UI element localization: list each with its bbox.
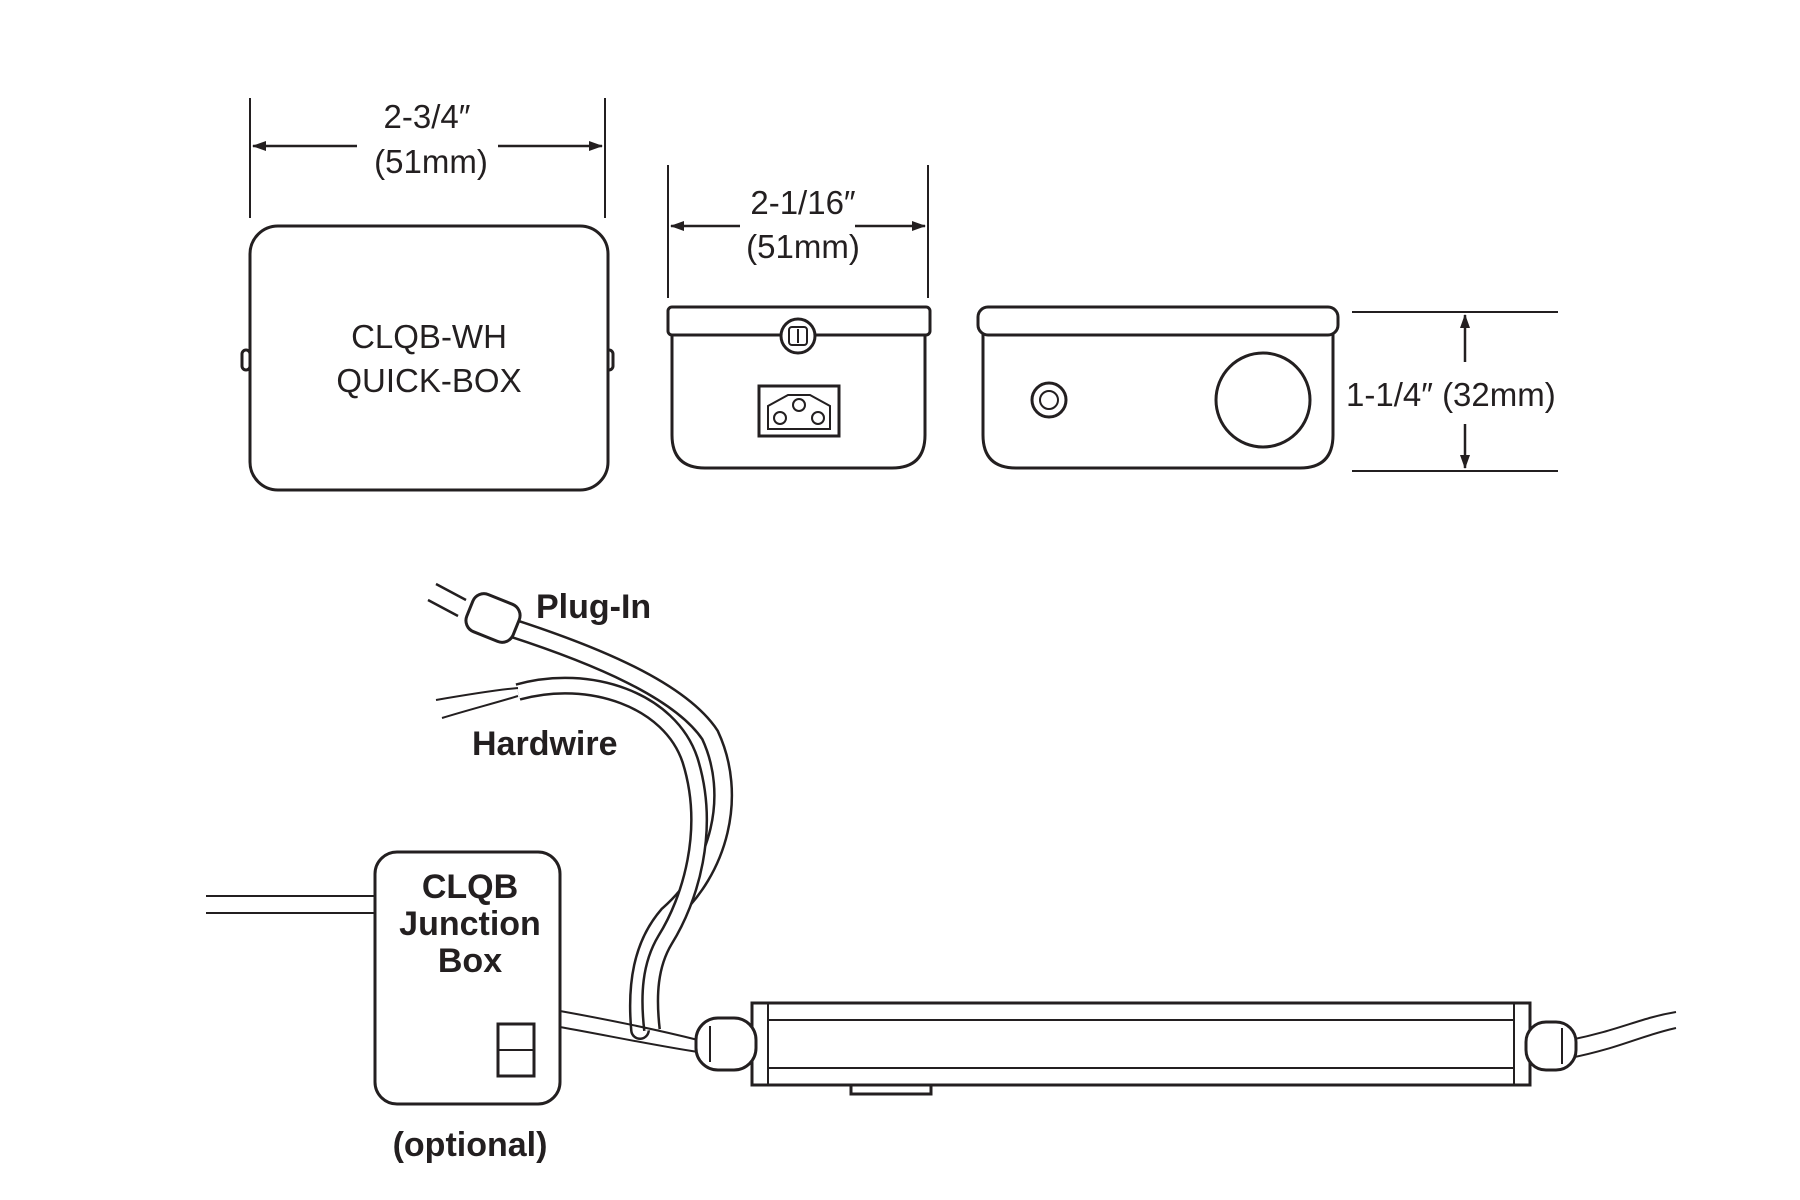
- height-dimension: 1-1/4″ (32mm): [1346, 311, 1558, 472]
- hardwire-label: Hardwire: [472, 725, 618, 763]
- depth-dimension: 2-1/16″ (51mm): [667, 165, 929, 298]
- optional-label: (optional): [393, 1126, 548, 1164]
- width-dimension: 2-3/4″ (51mm): [249, 98, 606, 218]
- plug-icon: [464, 592, 522, 644]
- screw-hole-icon: [1030, 381, 1068, 419]
- junction-box-line1: CLQB: [422, 868, 518, 906]
- width-inches-label: 2-3/4″: [384, 98, 471, 135]
- depth-inches-label: 2-1/16″: [750, 184, 856, 221]
- right-end-cap-icon: [1524, 1020, 1578, 1072]
- hardwire-cable: Hardwire: [435, 676, 709, 1032]
- depth-mm-label: (51mm): [746, 228, 860, 265]
- width-mm-label: (51mm): [374, 143, 488, 180]
- junction-box-line2: Junction: [399, 905, 541, 943]
- quick-box-model-label: CLQB-WH: [351, 318, 507, 355]
- quick-box-name-label: QUICK-BOX: [336, 362, 521, 399]
- quick-box-end-view: [666, 305, 932, 470]
- quick-box-top-view: CLQB-WH QUICK-BOX: [240, 224, 615, 492]
- left-end-cap-icon: [694, 1016, 758, 1072]
- height-label: 1-1/4″ (32mm): [1346, 376, 1556, 413]
- junction-box-line3: Box: [438, 942, 502, 980]
- light-bar: [694, 1001, 1677, 1096]
- plug-in-label: Plug-In: [536, 588, 651, 626]
- junction-cables: [206, 895, 699, 1053]
- junction-box: CLQB Junction Box (optional): [373, 850, 562, 1164]
- plug-in-cord: Plug-In: [427, 582, 734, 1040]
- knockout-icon: [1214, 351, 1312, 449]
- quick-box-side-view: [976, 305, 1340, 470]
